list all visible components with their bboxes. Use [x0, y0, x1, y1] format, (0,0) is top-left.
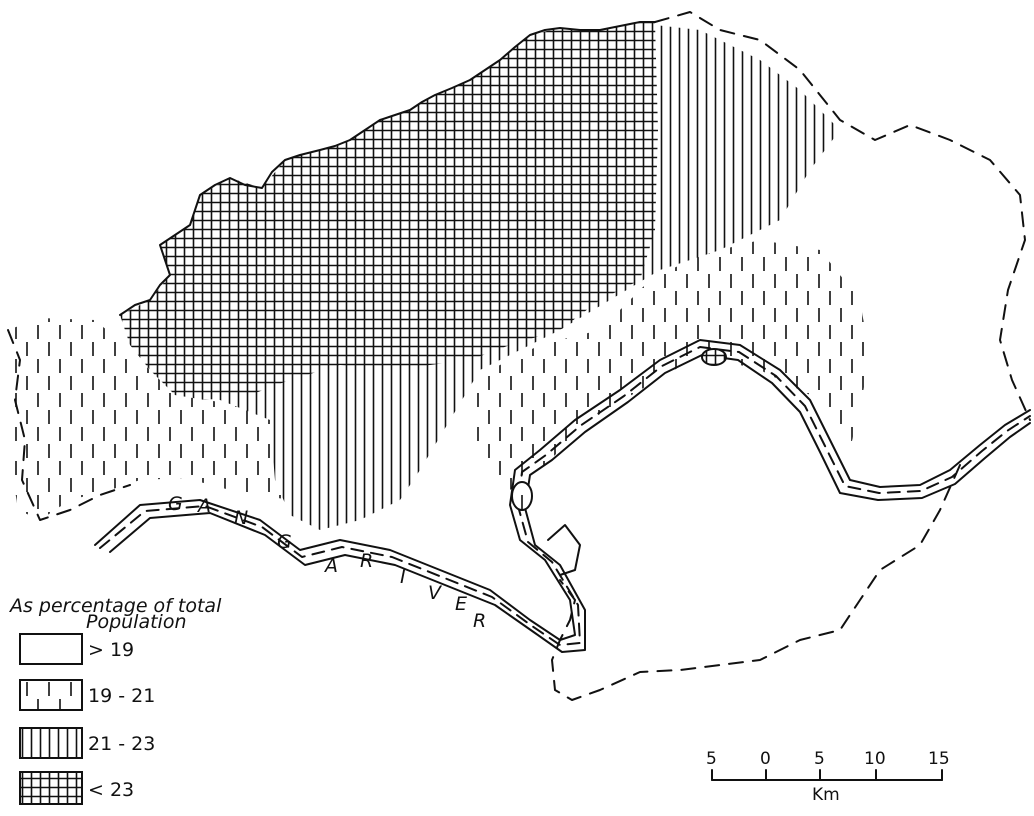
legend-label: 21 - 23 — [88, 733, 155, 755]
scale-tick-label: 15 — [928, 749, 950, 769]
river-letter: R — [473, 610, 486, 632]
river-letter: R — [360, 550, 373, 572]
river-letter: V — [428, 582, 443, 604]
legend-label: > 19 — [88, 639, 134, 661]
river-letter: E — [455, 593, 467, 615]
river-letter: G — [277, 531, 292, 553]
legend-swatch-grid — [19, 771, 83, 805]
zone-outline — [119, 21, 656, 316]
ganga-river-bank-north — [94, 339, 1031, 641]
scale-tick-label: 0 — [760, 749, 771, 769]
zone-21-23 — [175, 25, 840, 530]
legend-swatch-blank — [19, 633, 83, 665]
zone-less-than-23 — [120, 22, 658, 400]
oxbow-loop — [547, 524, 581, 576]
scale-tick-label: 5 — [706, 749, 717, 769]
island-north — [701, 348, 727, 366]
river-letter: I — [400, 566, 406, 588]
river-letter: N — [234, 507, 248, 529]
river-letter: A — [196, 495, 211, 517]
legend-title-line2: Population — [86, 611, 187, 633]
zone-19-21-west — [8, 318, 325, 520]
island-bend — [511, 481, 533, 511]
scale-tick-label: 5 — [814, 749, 825, 769]
river-letter: A — [323, 555, 338, 577]
ganga-river-centre — [99, 346, 1031, 646]
region-outline-west — [7, 329, 131, 521]
legend-swatch-dashed — [19, 679, 83, 711]
legend-label: 19 - 21 — [88, 685, 155, 707]
zone-19-21-east — [470, 240, 870, 490]
river-name: G A N G A R I V E R — [168, 493, 486, 632]
legend: As percentage of total Population > 19 1… — [8, 595, 222, 805]
region-outline-east — [654, 11, 1031, 421]
ganga-river-bank-south — [109, 354, 1031, 653]
scale-bar: 5 0 5 10 15 Km — [706, 749, 950, 805]
legend-swatch-vertical — [19, 727, 83, 759]
region-outline-south — [551, 464, 961, 701]
river-letter: G — [168, 493, 183, 515]
scale-tick-label: 10 — [864, 749, 886, 769]
legend-label: < 23 — [88, 779, 134, 801]
legend-title-line1: As percentage of total — [8, 595, 222, 617]
scale-unit: Km — [812, 785, 840, 805]
